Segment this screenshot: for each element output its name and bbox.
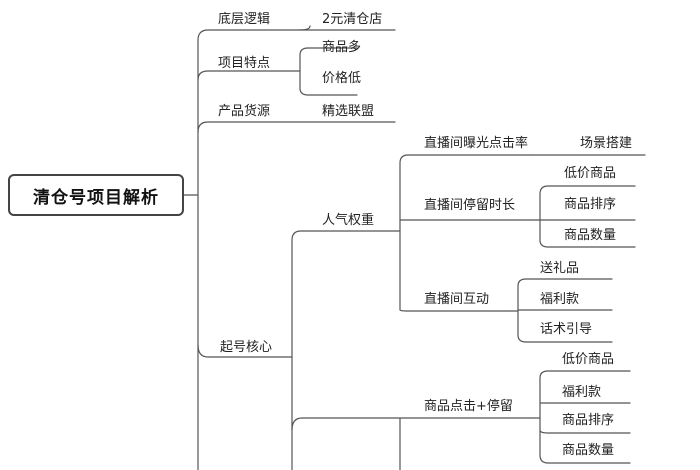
node-product-source[interactable]: 产品货源 [218,104,271,119]
node-stay-sorting[interactable]: 商品排序 [564,197,617,212]
node-click-sorting[interactable]: 商品排序 [562,413,615,428]
node-product-click[interactable]: 商品点击+停留 [424,399,513,414]
root-node[interactable]: 清仓号项目解析 [8,174,184,216]
node-curated-alliance[interactable]: 精选联盟 [322,104,375,119]
node-interaction[interactable]: 直播间互动 [424,292,490,307]
node-many-products[interactable]: 商品多 [322,40,362,55]
node-2yuan-store[interactable]: 2元清仓店 [322,12,383,27]
node-stay-time[interactable]: 直播间停留时长 [424,198,516,213]
connector-popularity-trunk [399,154,533,312]
node-low-price[interactable]: 价格低 [322,71,362,86]
node-stay-quantity[interactable]: 商品数量 [564,228,617,243]
node-popularity[interactable]: 人气权重 [322,213,375,228]
connector-interaction-bracket [509,278,613,343]
connector-core-up [291,230,401,358]
node-stay-low-price[interactable]: 低价商品 [564,166,617,181]
connector-product-click [291,417,531,470]
connector-source [197,121,396,133]
node-click-welfare[interactable]: 福利款 [562,385,602,400]
node-click-low-price[interactable]: 低价商品 [562,352,615,367]
connector-features [197,70,301,81]
node-scene-setup[interactable]: 场景搭建 [580,136,633,151]
connector-product-bracket [529,370,631,464]
node-features[interactable]: 项目特点 [218,56,271,71]
connector-core [197,344,293,358]
connector-underlying-logic [197,25,311,41]
node-underlying-logic[interactable]: 底层逻辑 [218,12,271,27]
node-talk-guide[interactable]: 话术引导 [540,322,593,337]
node-gifts[interactable]: 送礼品 [540,261,580,276]
root-label: 清仓号项目解析 [33,187,159,208]
node-exposure-ctr[interactable]: 直播间曝光点击率 [424,136,529,151]
connector-stay-bracket [529,185,636,248]
connector-features-sub [299,47,358,96]
node-welfare[interactable]: 福利款 [540,292,580,307]
node-click-quantity[interactable]: 商品数量 [562,443,615,458]
node-core[interactable]: 起号核心 [220,340,273,355]
